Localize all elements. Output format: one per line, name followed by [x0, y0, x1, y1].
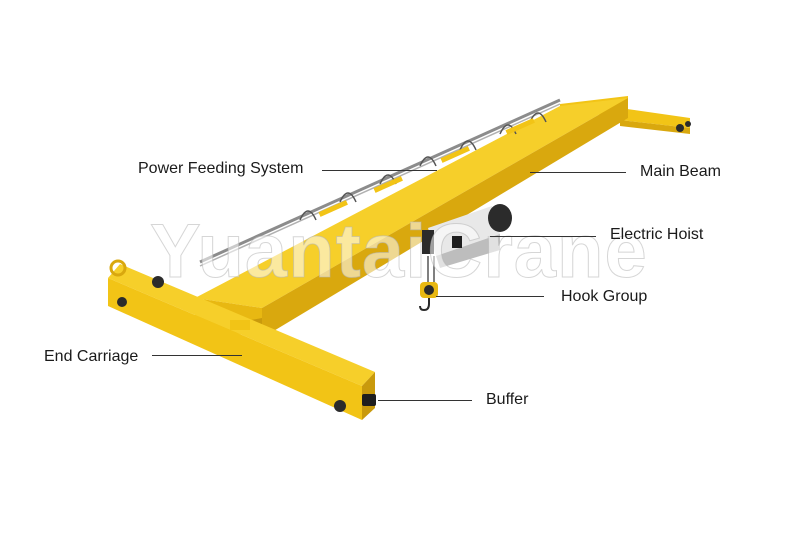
watermark-text: YuantaiCrane — [150, 209, 648, 295]
end-carriage-leader-line — [152, 355, 242, 356]
main-beam-label: Main Beam — [640, 163, 721, 180]
electric-hoist-label: Electric Hoist — [610, 226, 704, 243]
buffer-label: Buffer — [486, 391, 529, 408]
near-end-carriage — [108, 259, 375, 420]
electric-hoist-shape — [422, 204, 512, 268]
end-carriage-label: End Carriage — [44, 348, 139, 365]
power-feeding-leader-line — [322, 170, 437, 171]
power-feeding-system-label: Power Feeding System — [138, 160, 304, 177]
power-feeding-rail — [199, 98, 561, 267]
electric-hoist-leader-line — [490, 236, 596, 237]
main-beam-leader-line — [530, 172, 626, 173]
hook-group-shape — [419, 256, 438, 312]
hook-group-label: Hook Group — [561, 288, 648, 305]
buffer-leader-line — [378, 400, 472, 401]
buffer-shape — [362, 394, 376, 406]
hook-group-leader-line — [436, 296, 544, 297]
